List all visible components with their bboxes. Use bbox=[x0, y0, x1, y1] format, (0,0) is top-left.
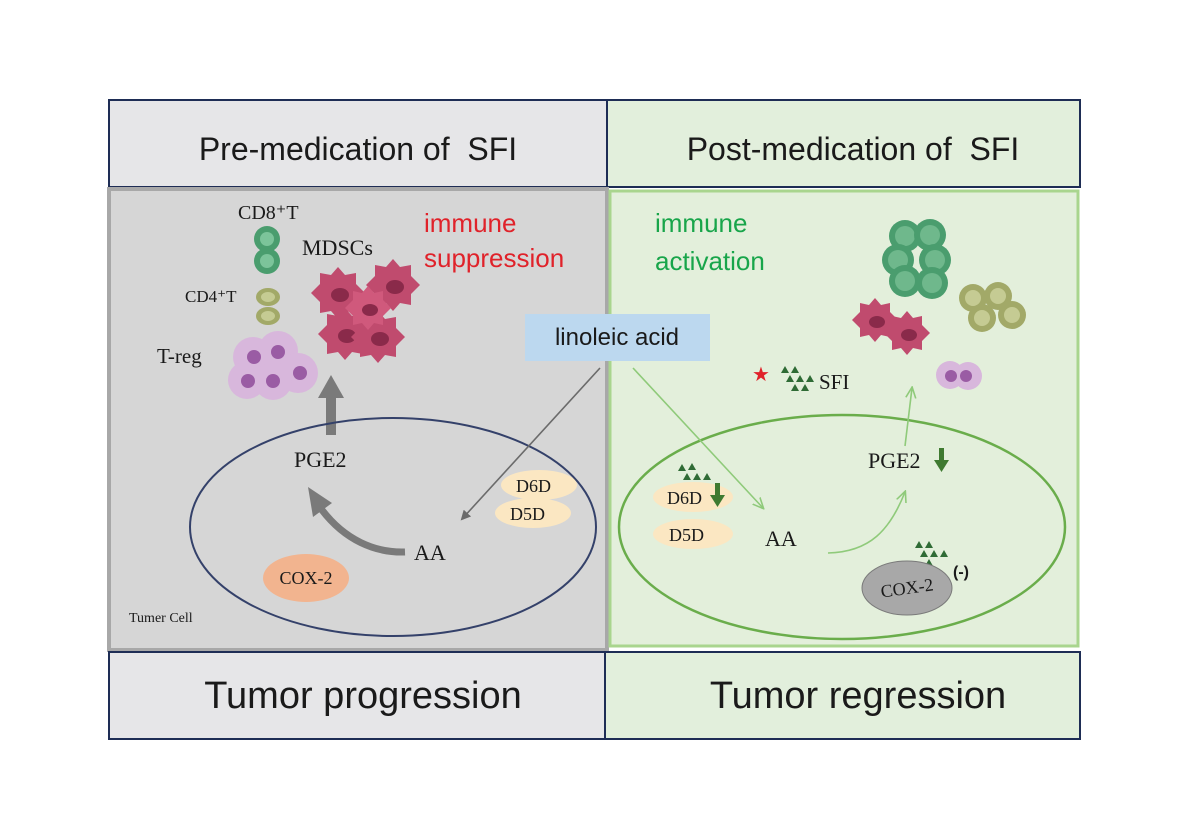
t-reg-cluster-icon bbox=[228, 331, 318, 400]
aa-to-pge2-arrow bbox=[319, 507, 406, 556]
immune-activation-line1: immune bbox=[655, 208, 747, 238]
cd4-t-cluster-icon bbox=[959, 282, 1026, 332]
right-panel-bg bbox=[608, 189, 1080, 648]
immune-activation-line2: activation bbox=[655, 246, 765, 276]
cd8-t-cell-icon bbox=[254, 226, 280, 274]
right-cox2-blob bbox=[861, 560, 953, 616]
right-aa-label: AA bbox=[765, 526, 797, 551]
left-aa-label: AA bbox=[414, 540, 446, 565]
immune-suppression-line1: immune bbox=[424, 208, 516, 238]
left-d5d-blob bbox=[495, 498, 571, 528]
left-d5d-label: D5D bbox=[510, 504, 545, 524]
mdsc-pair-icon bbox=[852, 298, 930, 355]
pge2-down-arrow-icon bbox=[934, 448, 949, 472]
aa-to-pge2-right-arrow bbox=[827, 492, 905, 554]
right-panel: immune activation bbox=[608, 189, 1080, 648]
right-d5d-blob bbox=[653, 519, 733, 549]
sfi-label: SFI bbox=[819, 370, 849, 394]
t-reg-icon bbox=[936, 361, 982, 390]
sfi-particles-icon bbox=[781, 366, 814, 391]
right-tumor-cell-outline bbox=[617, 413, 1067, 641]
up-arrow-icon bbox=[318, 375, 344, 435]
mdsc-cluster-icon bbox=[311, 259, 420, 363]
right-pge2-label: PGE2 bbox=[868, 448, 921, 473]
tumor-cell-label: Tumer Cell bbox=[129, 611, 193, 626]
footer-row: Tumor progression Tumor regression bbox=[108, 651, 1081, 740]
sfi-star-icon: ★ bbox=[752, 364, 770, 386]
aa-to-pge2-arrowhead bbox=[308, 487, 332, 517]
left-header-title: Pre-medication of SFI bbox=[199, 131, 517, 167]
right-d6d-blob bbox=[653, 482, 733, 512]
left-panel: CD8⁺T MDSCs CD4⁺T bbox=[107, 187, 609, 652]
right-header-title: Post-medication of SFI bbox=[687, 131, 1020, 167]
right-footer-title: Tumor regression bbox=[710, 675, 1006, 717]
left-cox2-blob bbox=[263, 554, 349, 602]
cox2-particles-icon bbox=[915, 541, 948, 566]
cd4-t-cell-icon bbox=[256, 288, 280, 325]
right-d6d-label: D6D bbox=[667, 488, 702, 508]
right-d5d-label: D5D bbox=[669, 525, 704, 545]
d6d-particles-icon bbox=[678, 463, 711, 480]
left-d6d-blob bbox=[501, 470, 577, 500]
tumor-cell-outline bbox=[189, 417, 597, 637]
left-header-box bbox=[108, 99, 608, 188]
linoleic-acid-group: linoleic acid bbox=[460, 314, 763, 521]
left-footer-title: Tumor progression bbox=[204, 675, 522, 717]
linoleic-acid-label: linoleic acid bbox=[555, 324, 679, 351]
cd8-t-label: CD8⁺T bbox=[238, 202, 299, 224]
t-reg-label: T-reg bbox=[157, 344, 202, 368]
cd8-t-cluster-icon bbox=[882, 219, 951, 299]
pge2-to-cells-arrow bbox=[904, 388, 912, 447]
cox2-inhibition-label: (-) bbox=[953, 564, 969, 581]
cd4-t-label: CD4⁺T bbox=[185, 287, 237, 306]
left-footer-box bbox=[108, 651, 606, 740]
left-pge2-label: PGE2 bbox=[294, 447, 347, 472]
linoleic-to-right-aa-arrow bbox=[632, 367, 763, 508]
left-d6d-label: D6D bbox=[516, 476, 551, 496]
linoleic-acid-box bbox=[525, 314, 710, 361]
d6d-down-arrow-icon bbox=[710, 483, 725, 507]
linoleic-to-left-aa-arrow bbox=[460, 367, 601, 521]
mdscs-label: MDSCs bbox=[302, 235, 373, 260]
right-header-box bbox=[606, 99, 1081, 188]
right-footer-box bbox=[604, 651, 1081, 740]
left-cox2-label: COX-2 bbox=[280, 568, 333, 588]
immune-suppression-line2: suppression bbox=[424, 243, 564, 273]
header-row: Pre-medication of SFI Post-medication of… bbox=[108, 99, 1081, 188]
